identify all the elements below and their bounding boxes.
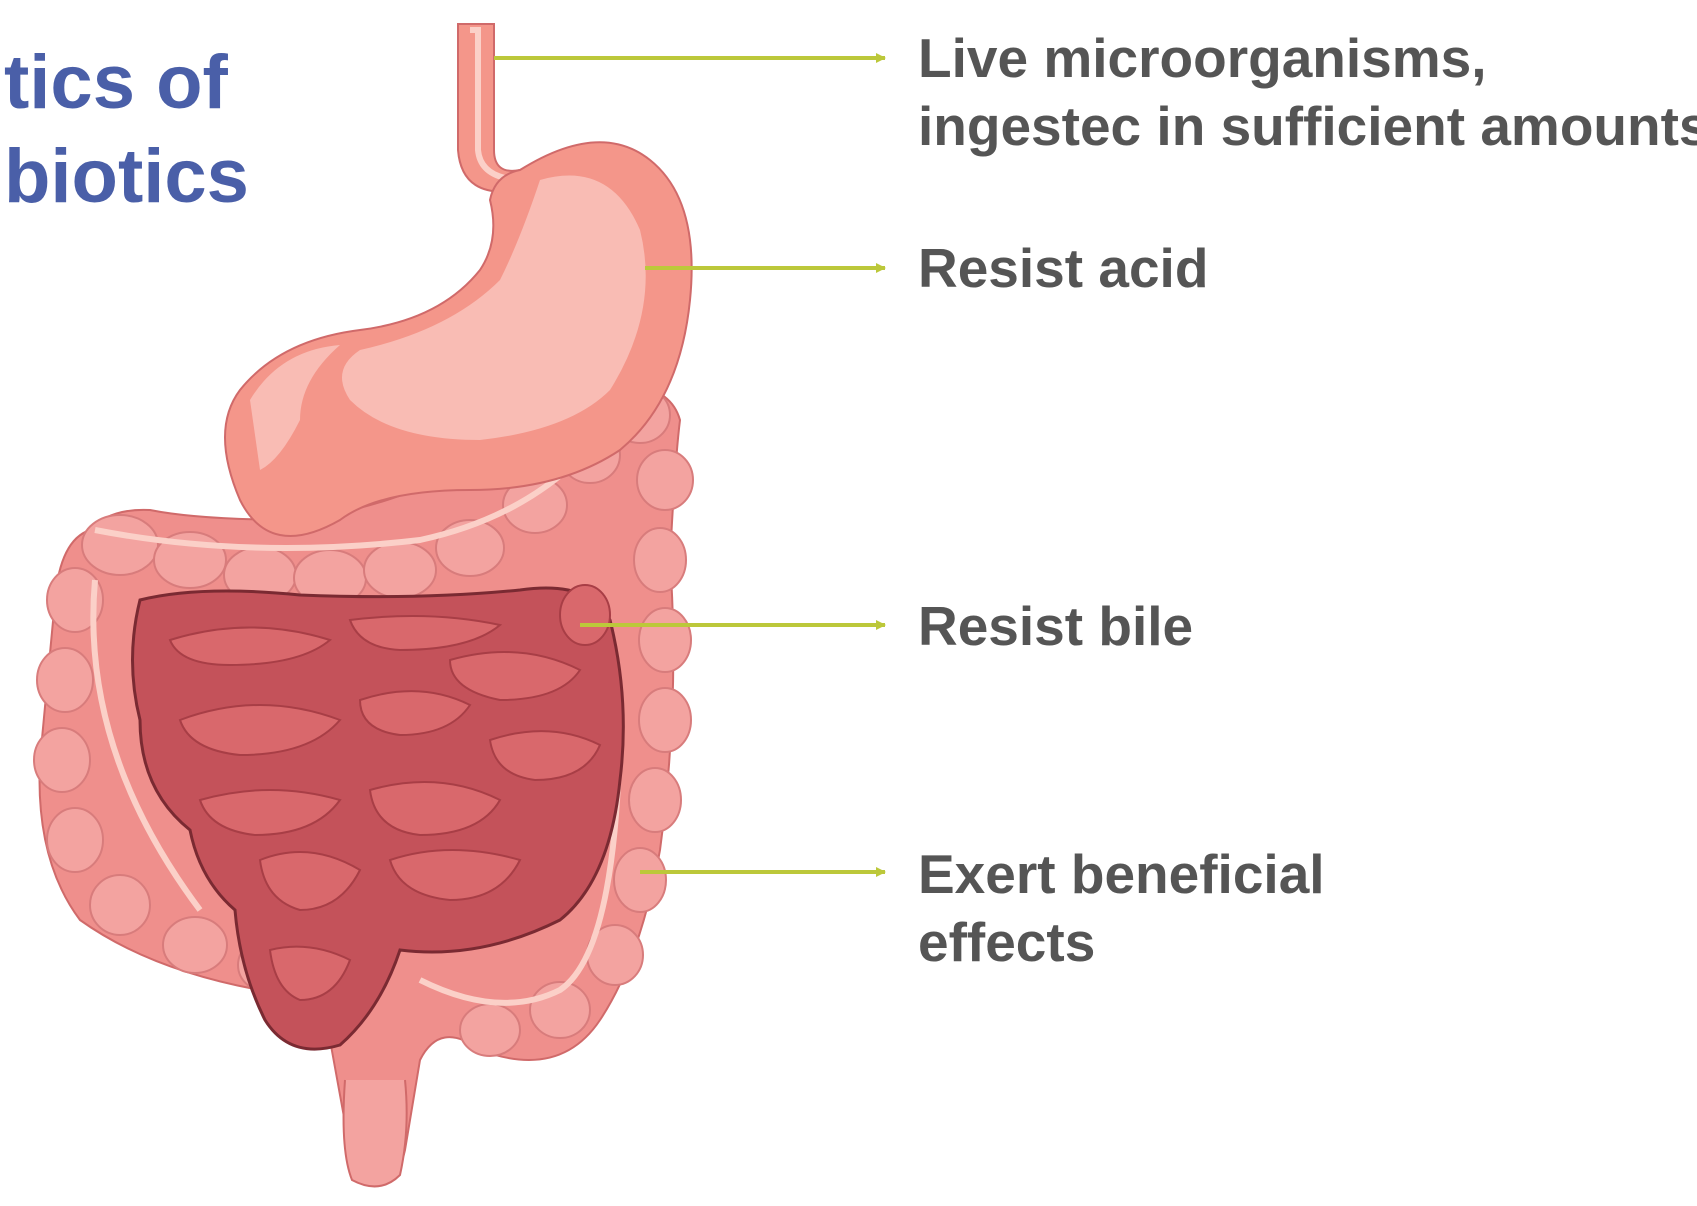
label-acid-line-1: Resist acid bbox=[918, 234, 1208, 302]
esophagus bbox=[458, 24, 520, 192]
label-effects: Exert beneficial effects bbox=[918, 840, 1325, 976]
label-microorganisms-line-2: ingestec in sufficient amounts bbox=[918, 92, 1697, 160]
label-bile: Resist bile bbox=[918, 592, 1193, 660]
label-effects-line-2: effects bbox=[918, 908, 1325, 976]
label-microorganisms: Live microorganisms, ingestec in suffici… bbox=[918, 24, 1697, 160]
label-effects-line-1: Exert beneficial bbox=[918, 840, 1325, 908]
label-acid: Resist acid bbox=[918, 234, 1208, 302]
label-microorganisms-line-1: Live microorganisms, bbox=[918, 24, 1697, 92]
label-bile-line-1: Resist bile bbox=[918, 592, 1193, 660]
